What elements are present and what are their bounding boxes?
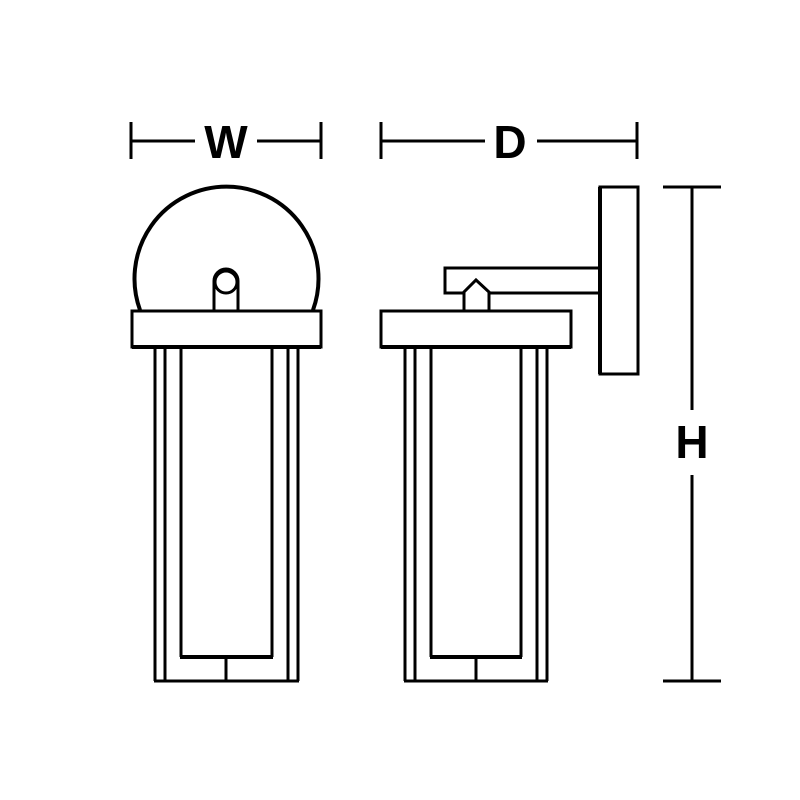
height-label: H bbox=[675, 416, 708, 468]
lantern-front-view bbox=[130, 184, 323, 683]
wall-backplate bbox=[598, 185, 640, 376]
depth-label: D bbox=[493, 116, 526, 168]
lantern-side-view bbox=[379, 185, 640, 683]
depth-dimension: D bbox=[379, 116, 639, 168]
finial bbox=[462, 277, 491, 311]
width-dimension: W bbox=[129, 116, 323, 168]
height-dimension: H bbox=[663, 185, 721, 683]
lantern-cap bbox=[130, 309, 323, 349]
side-lantern-cap bbox=[379, 309, 573, 349]
width-label: W bbox=[204, 116, 248, 168]
mounting-arm bbox=[443, 266, 600, 295]
mount-knob-top bbox=[213, 269, 239, 295]
backplate-round bbox=[132, 184, 321, 311]
